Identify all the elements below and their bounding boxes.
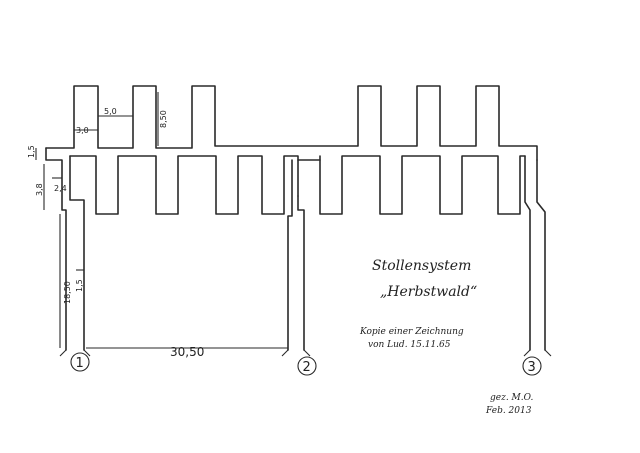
entrance-label-3: 3 xyxy=(528,360,536,375)
dim-spacing: 3,0 xyxy=(76,126,89,135)
copy-note-line2: von Lud. 15.11.65 xyxy=(368,340,451,350)
entrance-circle-2 xyxy=(297,356,317,376)
left-shaft-outline xyxy=(45,147,85,351)
entrance-flare-3 xyxy=(523,349,552,357)
drawing-title: Stollensystem xyxy=(372,258,471,274)
dim-side-depth: 3,8 xyxy=(35,183,44,196)
corridor-bottom-outline xyxy=(69,155,526,215)
entrance-flare-1 xyxy=(59,349,91,357)
entrance-circle-3 xyxy=(522,356,542,376)
corridor-top-outline xyxy=(45,85,538,161)
signature-line2: Feb. 2013 xyxy=(485,406,532,416)
drawing-subtitle: „Herbstwald“ xyxy=(380,284,477,300)
right-shaft-outline xyxy=(524,155,546,351)
dim-shaft-width: 1,5 xyxy=(75,279,84,292)
middle-shaft-outline xyxy=(287,159,305,351)
dim-span: 30,50 xyxy=(170,345,204,359)
dim-side-inner: 2,4 xyxy=(54,184,67,193)
signature-line1: gez. M.O. xyxy=(490,393,533,403)
entrance-flare-2 xyxy=(281,349,311,357)
dim-stub-width: 5,0 xyxy=(104,107,117,116)
entrance-label-2: 2 xyxy=(303,360,311,375)
dim-shaft-length: 18,50 xyxy=(63,281,72,304)
entrance-label-1: 1 xyxy=(76,356,84,371)
copy-note-line1: Kopie einer Zeichnung xyxy=(359,327,464,337)
dim-top-wall: 1,5 xyxy=(27,145,36,158)
dim-stub-height: 8,50 xyxy=(159,110,168,128)
entrance-circle-1 xyxy=(70,352,90,372)
